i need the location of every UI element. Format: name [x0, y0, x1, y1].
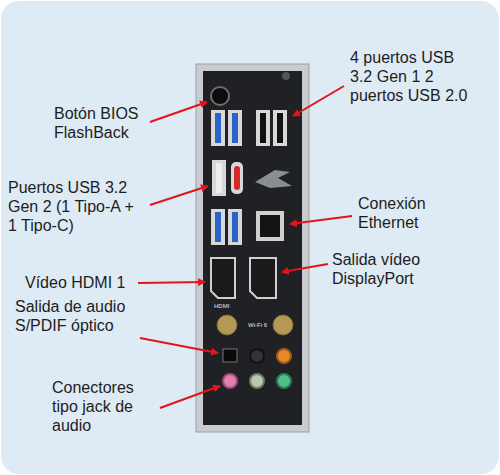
- callout-label: Puertos USB 3.2 Gen 2 (1 Tipo-A + 1 Tipo…: [8, 178, 143, 236]
- usb-blue-top: [211, 110, 242, 146]
- displayport-port: [250, 258, 276, 298]
- panel-plate: [203, 71, 302, 425]
- callout-label: Conectores tipo jack de audio: [52, 378, 157, 436]
- port-marking: Wi-Fi 6: [248, 322, 267, 328]
- port-marking: HDMI: [214, 303, 229, 309]
- leader-arrows: [138, 86, 352, 408]
- usb-2-ports: [256, 110, 287, 146]
- spdif-port: [223, 349, 237, 362]
- usb-gen2-ports: [212, 160, 243, 196]
- callout-label: Vídeo HDMI 1: [25, 273, 145, 292]
- usb-blue-lower: [211, 209, 242, 245]
- antenna-connector: [273, 315, 293, 335]
- callout-label: Conexión Ethernet: [358, 194, 458, 232]
- panel-frame: [196, 64, 309, 432]
- callout-label: Salida vídeo DisplayPort: [332, 250, 452, 288]
- screw-hole: [282, 72, 290, 80]
- audio-jack: [277, 374, 291, 388]
- bios-button: [211, 87, 229, 105]
- ethernet-port: [256, 211, 284, 241]
- ethernet-socket: [260, 215, 280, 237]
- audio-jack: [223, 374, 237, 388]
- callout-label: 4 puertos USB 3.2 Gen 1 2 puertos USB 2.…: [350, 48, 478, 106]
- audio-jack: [250, 349, 264, 363]
- audio-jack: [277, 349, 291, 363]
- hdmi-port: [211, 258, 235, 298]
- callout-label: Botón BIOS FlashBack: [54, 104, 154, 142]
- antenna-connector: [217, 315, 237, 335]
- rog-logo: [255, 170, 292, 188]
- audio-jack: [250, 374, 264, 388]
- callout-label: Salida de audio S/PDIF óptico: [15, 297, 143, 335]
